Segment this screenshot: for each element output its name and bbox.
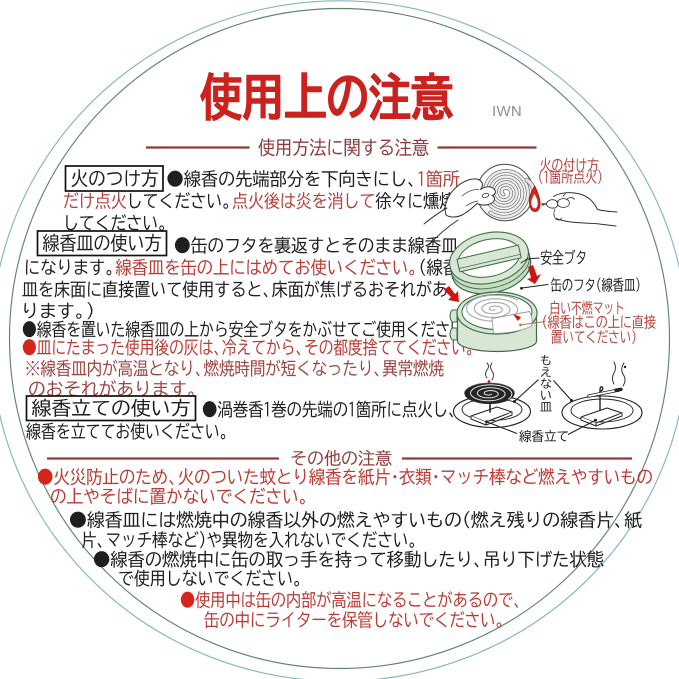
- svg-text:IWN: IWN: [492, 103, 522, 120]
